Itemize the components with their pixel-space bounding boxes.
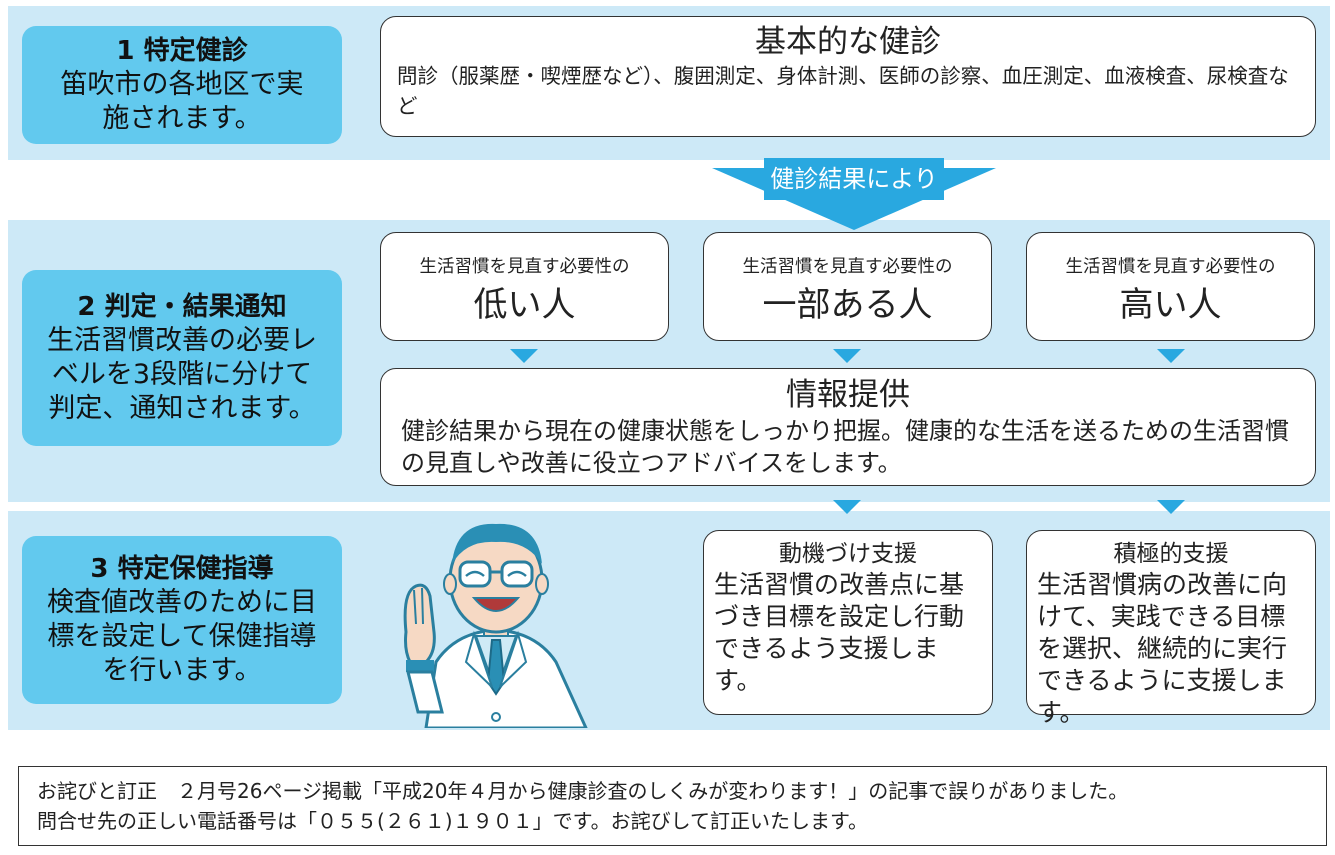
- motivational-support-box: 動機づけ支援 生活習慣の改善点に基づき目標を設定し行動できるよう支援します。: [703, 530, 993, 715]
- level-label: 低い人: [473, 285, 576, 325]
- step1-title: 1 特定健診: [116, 36, 248, 66]
- level-prefix: 生活習慣を見直す必要性の: [1065, 257, 1276, 277]
- notice-line-1: お詫びと訂正 ２月号26ページ掲載「平成20年４月から健康診査のしくみが変わりま…: [37, 779, 1129, 803]
- correction-notice: お詫びと訂正 ２月号26ページ掲載「平成20年４月から健康診査のしくみが変わりま…: [18, 766, 1327, 846]
- basic-checkup-text: 問診（服薬歴・喫煙歴など）、腹囲測定、身体計測、医師の診察、血圧測定、血液検査、…: [397, 64, 1289, 118]
- info-provision-text: 健診結果から現在の健康状態をしっかり把握。健康的な生活を送るための生活習慣の見直…: [401, 417, 1289, 477]
- level-high-box: 生活習慣を見直す必要性の 高い人: [1026, 232, 1315, 341]
- arrow-down-icon: [1157, 349, 1185, 363]
- arrow-down-icon: [510, 349, 538, 363]
- active-support-box: 積極的支援 生活習慣病の改善に向けて、実践できる目標を選択、継続的に実行できるよ…: [1026, 530, 1316, 727]
- level-prefix: 生活習慣を見直す必要性の: [419, 257, 630, 277]
- step2-title: 2 判定・結果通知: [77, 292, 287, 322]
- info-provision-title: 情報提供: [786, 377, 910, 413]
- step3-text: 検査値改善のために目標を設定して保健指導を行います。: [47, 587, 317, 686]
- result-arrow: [712, 158, 996, 230]
- step1-label: 1 特定健診 笛吹市の各地区で実施されます。: [22, 26, 342, 144]
- level-prefix: 生活習慣を見直す必要性の: [742, 257, 953, 277]
- level-label: 一部ある人: [762, 285, 933, 325]
- motivational-support-text: 生活習慣の改善点に基づき目標を設定し行動できるよう支援します。: [714, 570, 965, 695]
- step2-label: 2 判定・結果通知 生活習慣改善の必要レベルを3段階に分けて判定、通知されます。: [22, 270, 342, 446]
- arrow-down-icon: [833, 349, 861, 363]
- active-support-text: 生活習慣病の改善に向けて、実践できる目標を選択、継続的に実行できるように支援しま…: [1037, 570, 1288, 727]
- result-arrow-label: 健診結果により: [770, 165, 938, 193]
- level-low-box: 生活習慣を見直す必要性の 低い人: [380, 232, 669, 341]
- level-label: 高い人: [1119, 285, 1222, 325]
- arrow-down-icon: [1157, 500, 1185, 514]
- step1-text: 笛吹市の各地区で実施されます。: [60, 69, 304, 134]
- motivational-support-title: 動機づけ支援: [779, 541, 917, 567]
- step3-title: 3 特定保健指導: [90, 554, 274, 584]
- basic-checkup-title: 基本的な健診: [755, 24, 941, 60]
- step3-label: 3 特定保健指導 検査値改善のために目標を設定して保健指導を行います。: [22, 536, 342, 704]
- arrow-down-icon: [833, 500, 861, 514]
- info-provision-box: 情報提供 健診結果から現在の健康状態をしっかり把握。健康的な生活を送るための生活…: [380, 368, 1316, 486]
- notice-line-2: 問合せ先の正しい電話番号は「０５５(２６１)１９０１」です。お詫びして訂正いたし…: [37, 809, 869, 833]
- active-support-title: 積極的支援: [1113, 541, 1229, 567]
- step2-text: 生活習慣改善の必要レベルを3段階に分けて判定、通知されます。: [47, 325, 317, 424]
- basic-checkup-box: 基本的な健診 問診（服薬歴・喫煙歴など）、腹囲測定、身体計測、医師の診察、血圧測…: [380, 16, 1316, 137]
- level-mid-box: 生活習慣を見直す必要性の 一部ある人: [703, 232, 992, 341]
- doctor-illustration-icon: [403, 523, 588, 728]
